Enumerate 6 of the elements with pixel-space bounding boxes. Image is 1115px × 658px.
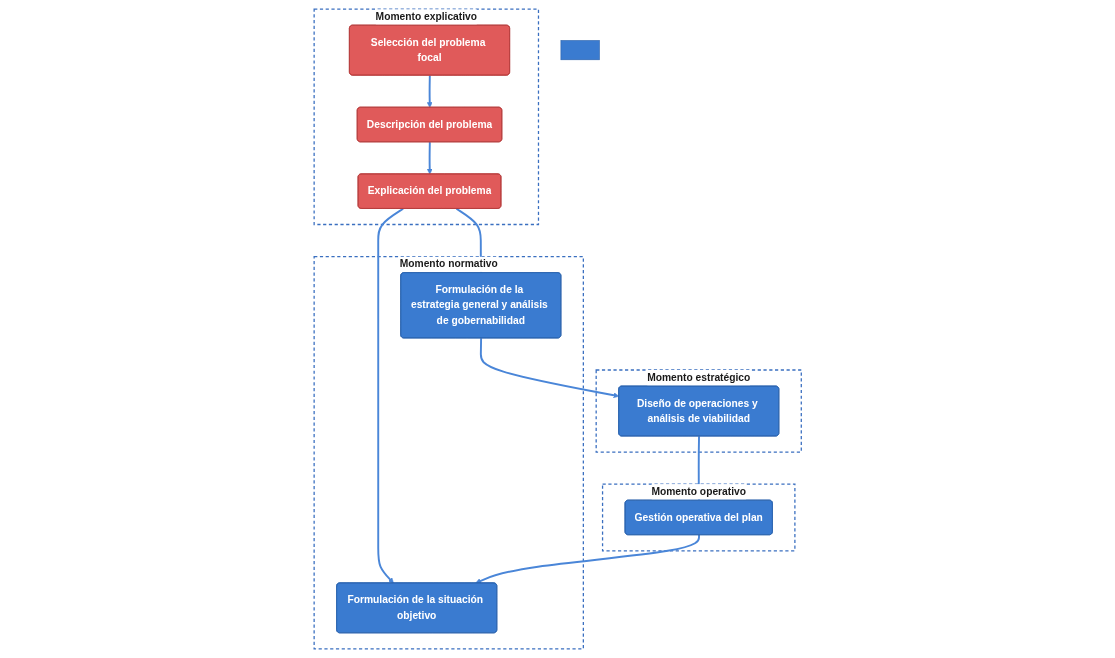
arrow [426, 74, 433, 108]
arrow [475, 534, 700, 584]
node-bar [560, 40, 600, 61]
arrow [426, 141, 433, 175]
arrow [479, 337, 619, 399]
arrow [377, 207, 404, 584]
